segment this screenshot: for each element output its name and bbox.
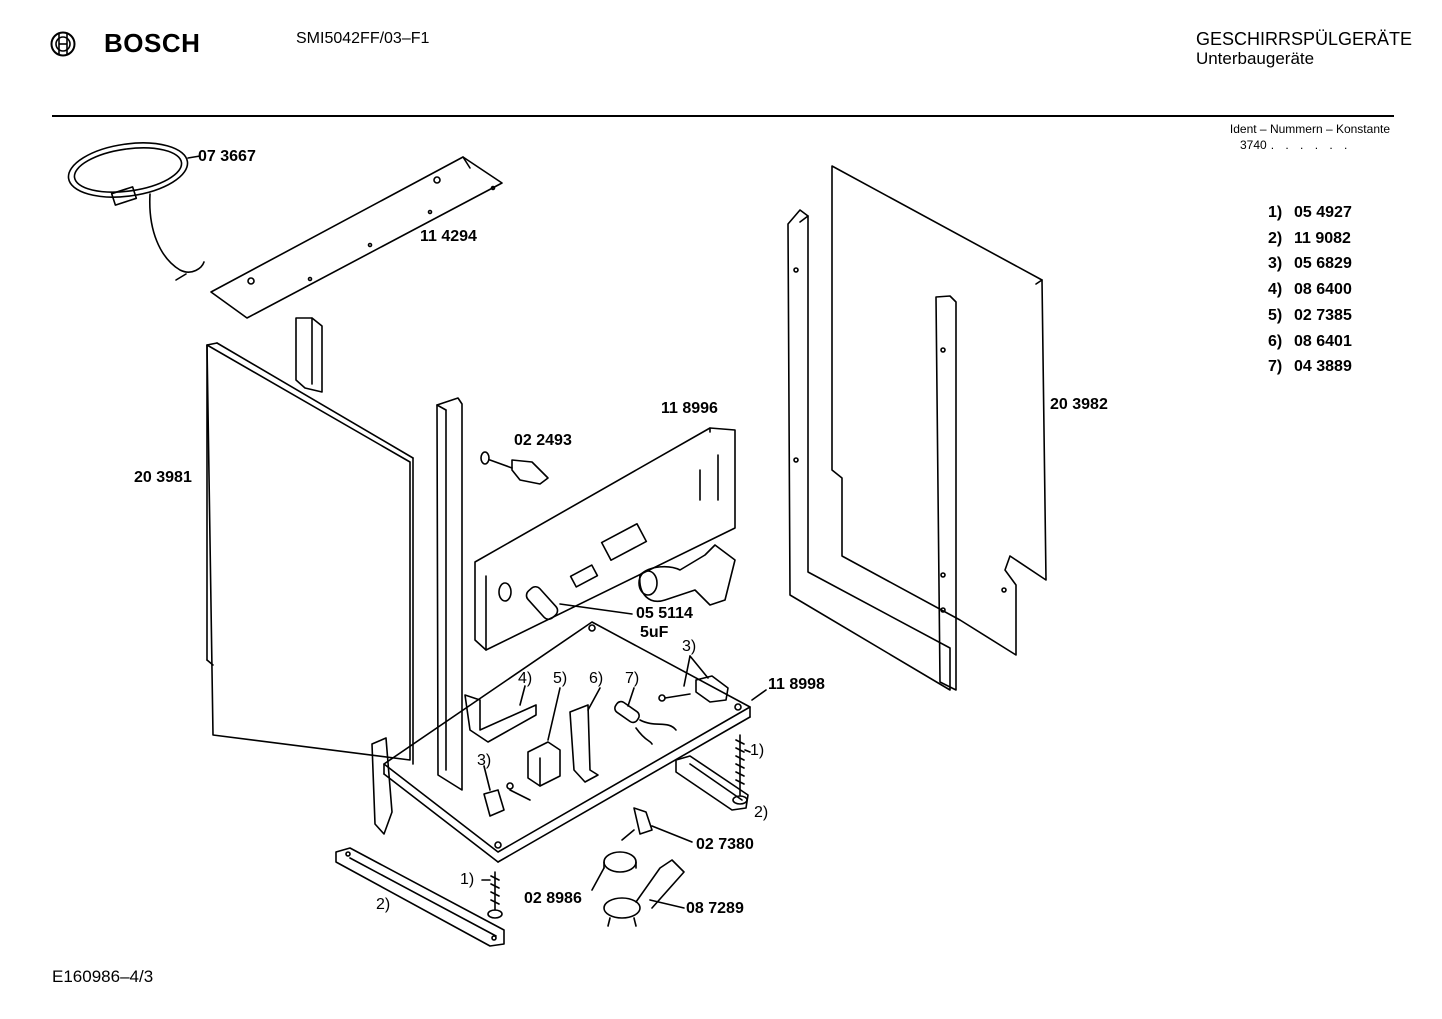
brand-logo: BOSCH xyxy=(50,28,200,59)
brand-name: BOSCH xyxy=(104,28,201,58)
heater-element-7 xyxy=(614,700,677,745)
leader-4 xyxy=(519,685,526,706)
leader-1a xyxy=(744,749,751,753)
drain-hose-connector xyxy=(638,544,736,606)
clip-3-top xyxy=(658,675,729,703)
screw-clip xyxy=(480,451,549,485)
leader-027380 xyxy=(651,825,693,843)
legend-item: 3)05 6829 xyxy=(1268,255,1352,273)
float-disc xyxy=(603,851,637,873)
float-switch xyxy=(621,807,653,841)
leader-3b xyxy=(689,655,709,679)
relay-bracket-6 xyxy=(569,704,599,783)
float-holder xyxy=(603,859,685,927)
part-label: 02 8986 xyxy=(524,890,582,907)
leader-6 xyxy=(587,687,601,711)
leader-087289 xyxy=(649,899,685,909)
left-rear-post xyxy=(295,317,323,393)
callout-label: 2) xyxy=(754,804,769,821)
part-label: 20 3982 xyxy=(1050,396,1108,413)
leader-073667 xyxy=(187,155,201,159)
part-label: 02 7380 xyxy=(696,836,754,853)
terminal-block-5 xyxy=(527,741,561,787)
callout-label: 3) xyxy=(682,638,697,655)
callout-label: 3) xyxy=(477,752,492,769)
leader-5 xyxy=(547,687,561,741)
left-side-panel xyxy=(206,342,414,765)
leader-3a xyxy=(683,655,691,687)
bracket-4 xyxy=(464,694,537,743)
foot-rail-left xyxy=(335,847,505,947)
part-label: 11 8998 xyxy=(768,676,825,693)
capacitor xyxy=(525,585,559,621)
callout-label: 1) xyxy=(460,871,475,888)
legend-item: 2)11 9082 xyxy=(1268,229,1351,247)
leader-7 xyxy=(627,687,635,707)
leader-055114 xyxy=(559,603,633,615)
part-label: 05 5114 xyxy=(636,605,693,622)
clip-3-bottom xyxy=(483,782,531,817)
left-front-upright xyxy=(436,397,463,791)
part-label: 02 2493 xyxy=(514,432,572,449)
category-title: GESCHIRRSPÜLGERÄTE xyxy=(1195,29,1412,49)
base-plate xyxy=(371,621,751,863)
legend-item: 6)08 6401 xyxy=(1268,332,1352,350)
category-subtitle: Unterbaugeräte xyxy=(1195,49,1315,68)
rear-control-panel xyxy=(474,427,736,651)
callout-label: 6) xyxy=(589,670,604,687)
part-label: 5uF xyxy=(640,624,669,641)
power-cord xyxy=(67,142,205,281)
adjusting-screw-left xyxy=(487,871,503,919)
leader-118998 xyxy=(751,689,767,701)
callout-label: 1) xyxy=(750,742,765,759)
callout-label: 2) xyxy=(376,896,391,913)
part-label: 11 4294 xyxy=(420,228,477,245)
part-label: 11 8996 xyxy=(661,400,718,417)
header-divider xyxy=(52,115,1394,117)
callout-label: 7) xyxy=(625,670,640,687)
part-label: 08 7289 xyxy=(686,900,744,917)
ident-code: 3740. . . . . . xyxy=(1240,138,1351,152)
part-label: 07 3667 xyxy=(198,148,256,165)
right-side-frame xyxy=(787,165,1047,691)
leader-3c xyxy=(483,765,491,791)
leader-028986 xyxy=(591,867,605,891)
legend-item: 4)08 6400 xyxy=(1268,281,1352,299)
callout-label: 5) xyxy=(553,670,568,687)
drawing-code: E160986–4/3 xyxy=(52,967,154,986)
category-heading: GESCHIRRSPÜLGERÄTE Unterbaugeräte xyxy=(1195,29,1412,69)
legend-item: 5)02 7385 xyxy=(1268,306,1352,324)
model-number: SMI5042FF/03–F1 xyxy=(296,30,430,47)
foot-rail-right xyxy=(675,755,749,811)
adjusting-screw-right xyxy=(732,734,748,805)
top-cover-plate xyxy=(210,156,503,319)
bosch-armature-icon xyxy=(50,31,76,56)
part-label: 20 3981 xyxy=(134,469,192,486)
parts-legend: 1)05 4927 2)11 9082 3)05 6829 4)08 6400 … xyxy=(1268,200,1352,380)
callout-label: 4) xyxy=(518,670,533,687)
ident-label: Ident – Nummern – Konstante xyxy=(1229,122,1390,136)
ident-code-value: 3740 xyxy=(1240,138,1267,152)
ident-code-dots: . . . . . . xyxy=(1270,138,1352,152)
legend-item: 7)04 3889 xyxy=(1268,358,1352,376)
legend-item: 1)05 4927 xyxy=(1268,204,1352,221)
